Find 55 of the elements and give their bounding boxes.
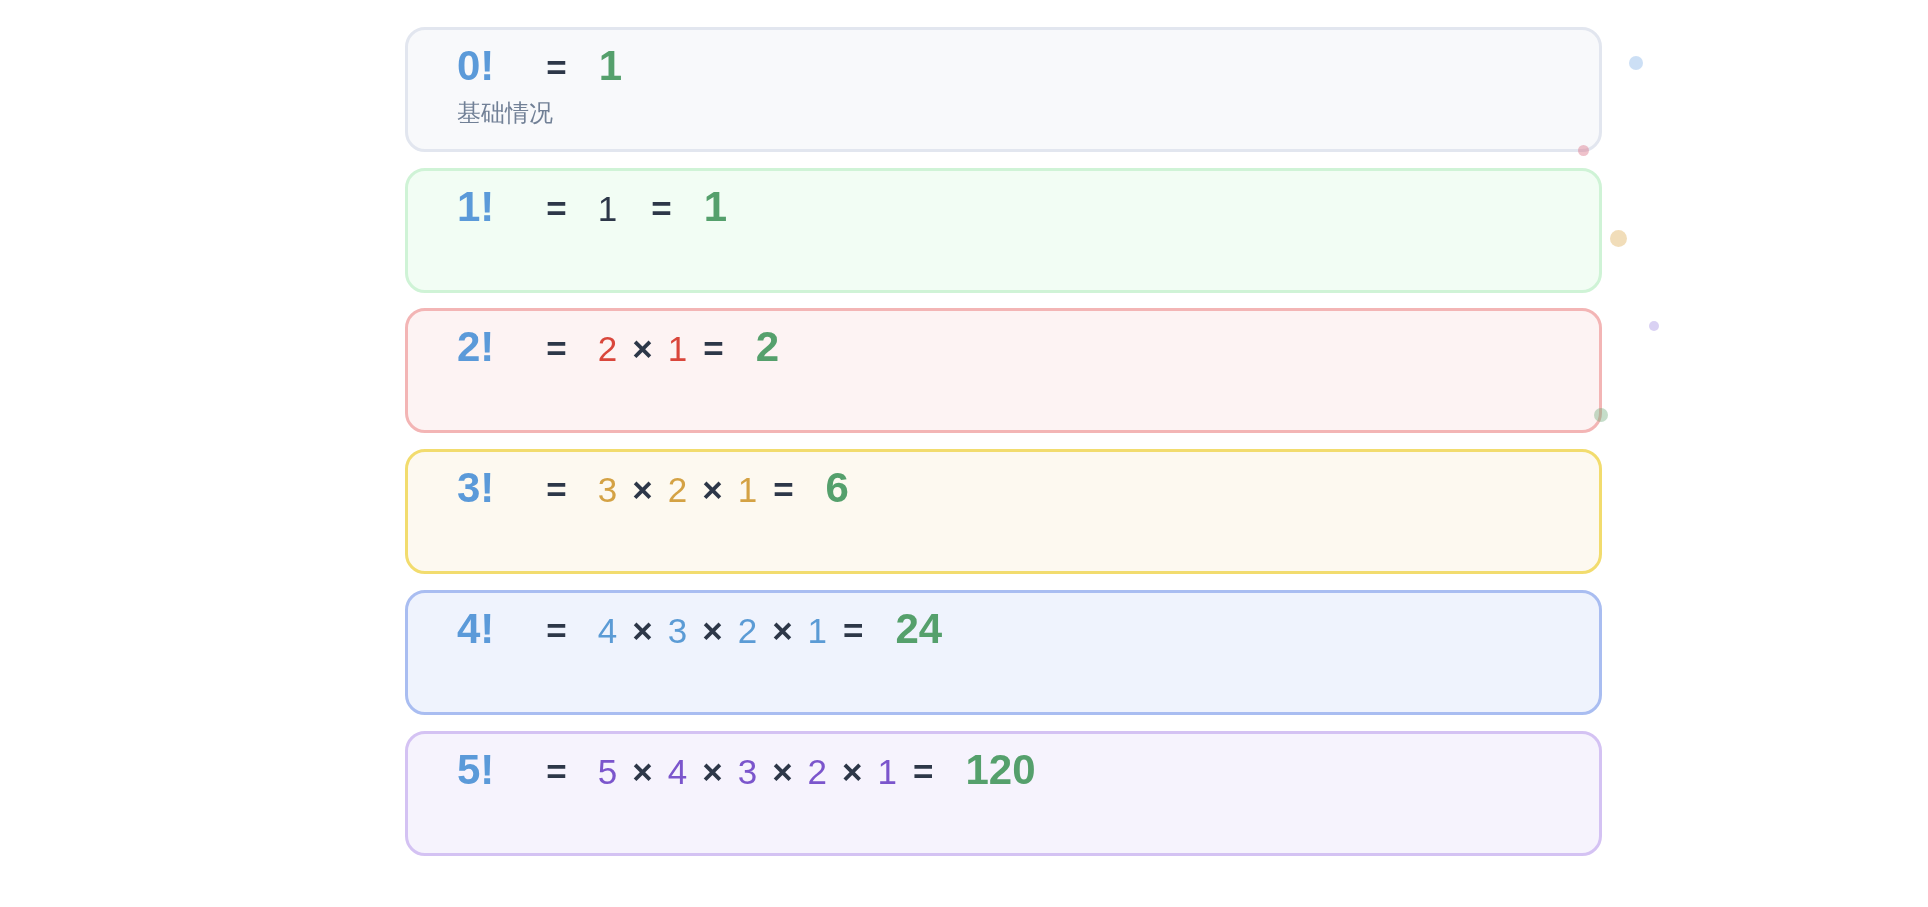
result-number: 2 [755,326,779,369]
times-sign: × [772,753,793,789]
times-sign: × [632,612,653,648]
equation-card [405,449,1602,575]
factor-number: 4 [597,612,618,648]
times-sign: × [632,753,653,789]
factor-number: 1 [877,753,897,789]
times-sign: × [632,472,653,508]
factor-number: 2 [597,331,618,367]
equation-card [405,167,1602,293]
equals-sign: = [912,753,934,789]
times-sign: × [702,472,723,508]
factor-number: 2 [737,612,758,648]
equation-card [405,589,1602,715]
factor-number: 2 [667,472,688,508]
equation-card [405,27,1602,152]
equals-sign: = [546,753,567,789]
factor-number: 3 [597,472,618,508]
times-sign: × [702,753,723,789]
times-sign: × [702,612,723,648]
equals-sign: = [546,190,567,226]
note-text: 基础情况 [457,101,553,125]
factorial-label: 5! [457,748,495,791]
factor-number: 3 [737,753,758,789]
factor-number: 1 [737,472,758,508]
factorial-label: 2! [457,326,495,369]
equals-sign: = [773,472,794,508]
factorial-label: 4! [457,607,495,650]
equals-sign: = [546,331,567,367]
factor-number: 2 [807,753,828,789]
equals-sign: = [843,612,864,648]
result-number: 120 [965,748,1036,791]
factor-number: 5 [597,753,618,789]
factorial-label: 3! [457,467,495,510]
factor-number: 1 [807,612,828,648]
result-number: 1 [598,45,623,87]
equals-sign: = [546,472,567,508]
factor-number: 3 [667,612,688,648]
factorial-label: 0! [457,45,495,87]
times-sign: × [842,753,863,789]
factorial-label: 1! [457,185,495,228]
factor-number: 4 [667,753,688,789]
equals-sign: = [546,612,567,648]
factor-number: 1 [667,331,688,367]
equation-card [405,308,1602,434]
equals-sign: = [651,190,672,226]
equals-sign: = [703,331,724,367]
times-sign: × [632,331,653,367]
equals-sign: = [546,50,567,85]
factor-number: 1 [597,190,618,226]
result-number: 24 [895,607,943,650]
times-sign: × [772,612,793,648]
result-number: 1 [703,185,728,228]
result-number: 6 [825,467,849,510]
equation-card [405,730,1602,856]
